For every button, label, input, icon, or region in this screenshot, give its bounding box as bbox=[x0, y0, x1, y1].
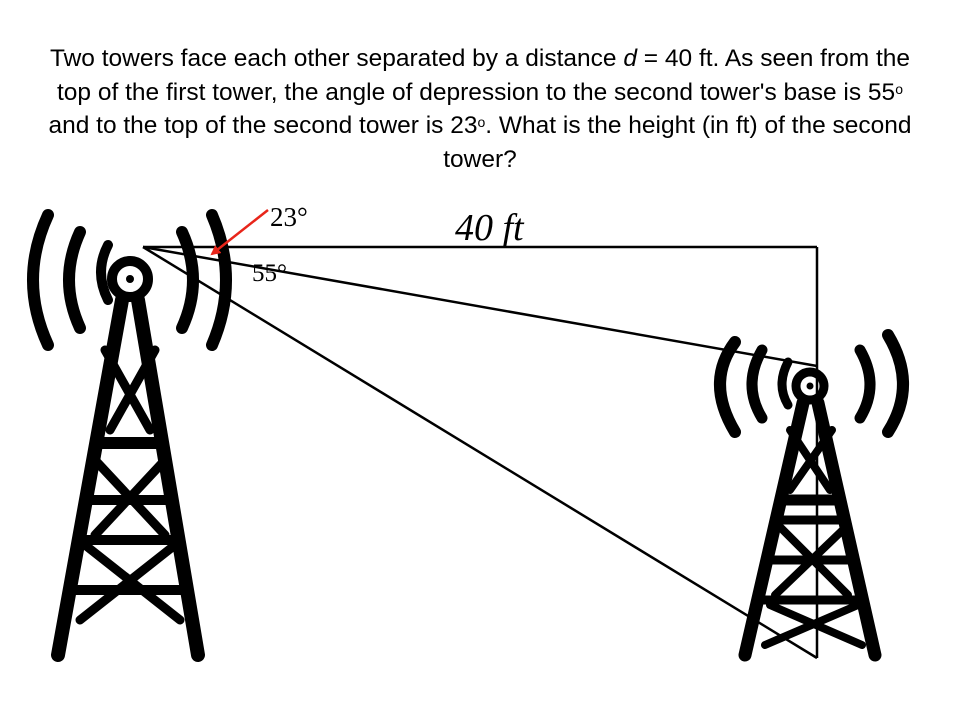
sightline-to-top bbox=[142, 245, 818, 368]
problem-statement: Two towers face each other separated by … bbox=[40, 42, 920, 176]
problem-text-3: and to the top of the second tower is 23 bbox=[48, 112, 478, 139]
problem-text-4: . What is the height (in ft) of the seco… bbox=[443, 112, 912, 173]
right-tower-icon bbox=[714, 329, 909, 662]
left-tower-icon bbox=[27, 209, 232, 662]
degree-mark-2: o bbox=[477, 114, 486, 130]
sightline-to-base bbox=[142, 245, 818, 660]
angle-23-label: 23° bbox=[270, 202, 308, 232]
problem-text-2: = 40 ft. As seen from the top of the fir… bbox=[57, 45, 911, 106]
distance-variable: d bbox=[623, 45, 637, 72]
angle-pointer-arrow bbox=[210, 209, 269, 256]
angle-55-label: 55° bbox=[252, 260, 287, 287]
degree-mark-1: o bbox=[895, 80, 903, 97]
distance-label: 40 ft bbox=[455, 207, 525, 249]
problem-text-1: Two towers face each other separated by … bbox=[49, 45, 624, 72]
